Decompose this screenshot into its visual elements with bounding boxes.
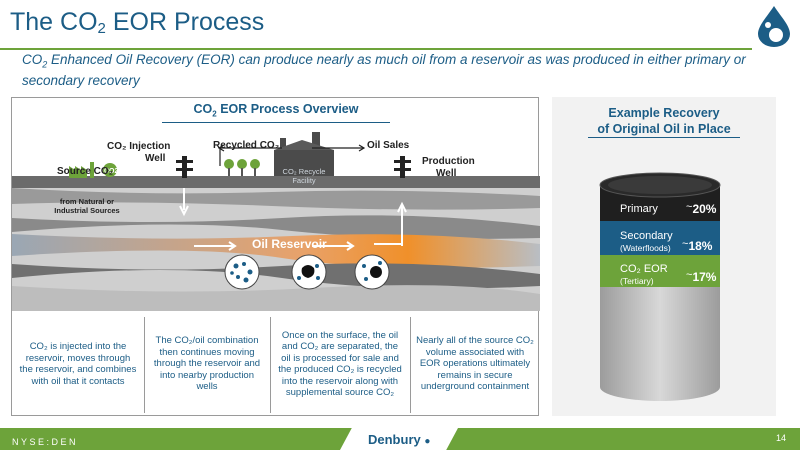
surface-arrows bbox=[217, 144, 366, 166]
recovery-title-underline bbox=[588, 137, 740, 138]
process-overview-panel: CO2 EOR Process Overview bbox=[11, 97, 540, 417]
heading-underline bbox=[162, 122, 390, 123]
svg-text:CO2: CO2 bbox=[104, 168, 119, 175]
flow-arrows bbox=[194, 241, 355, 251]
step-4-text: Nearly all of the source CO₂ volume asso… bbox=[416, 335, 534, 393]
brand-logo: Denbury ● bbox=[368, 432, 431, 447]
secondary-value: ~18% bbox=[682, 238, 713, 253]
production-well-icon bbox=[374, 156, 411, 246]
recycle-facility-icon bbox=[274, 132, 334, 176]
page-title: The CO2 EOR Process bbox=[10, 8, 265, 37]
recycled-co2-label: Recycled CO₂ bbox=[213, 140, 280, 151]
step-divider bbox=[270, 317, 271, 413]
brand-drop-icon: ● bbox=[424, 436, 431, 447]
co2-eor-value: ~17% bbox=[686, 269, 717, 284]
step-3-text: Once on the surface, the oil and CO₂ are… bbox=[278, 329, 402, 399]
denbury-drop-logo-icon bbox=[758, 6, 790, 47]
process-steps: CO₂ is injected into the reservoir, move… bbox=[12, 311, 540, 417]
primary-value: ~20% bbox=[686, 201, 717, 216]
injection-well-icon bbox=[176, 156, 193, 217]
fluid-bubble-icons bbox=[224, 254, 390, 290]
oil-reservoir-label: Oil Reservoir bbox=[252, 237, 327, 251]
step-1-text: CO₂ is injected into the reservoir, move… bbox=[19, 341, 137, 387]
footer-brand-tab bbox=[340, 428, 458, 450]
eor-process-diagram: CO2 bbox=[12, 132, 540, 311]
page-subtitle: CO2 Enhanced Oil Recovery (EOR) can prod… bbox=[22, 52, 746, 88]
step-divider bbox=[410, 317, 411, 413]
title-divider bbox=[0, 48, 752, 50]
page-number: 14 bbox=[775, 433, 786, 443]
ticker-symbol: NYSE:DEN bbox=[12, 437, 79, 447]
co2-eor-label: CO₂ EOR(Tertiary) bbox=[620, 263, 668, 286]
trees-icon bbox=[224, 159, 260, 176]
factory-icon: CO2 bbox=[69, 162, 119, 178]
oil-sales-label: Oil Sales bbox=[367, 140, 410, 151]
source-co2-label: Source CO₂ bbox=[57, 166, 114, 177]
primary-label: Primary bbox=[620, 203, 658, 215]
step-divider bbox=[144, 317, 145, 413]
oil-barrel-graphic bbox=[599, 172, 721, 401]
secondary-label: Secondary(Waterfloods) bbox=[620, 230, 673, 253]
step-2-text: The CO₂/oil combination then continues m… bbox=[153, 335, 261, 393]
process-overview-heading: CO2 EOR Process Overview bbox=[193, 102, 359, 119]
